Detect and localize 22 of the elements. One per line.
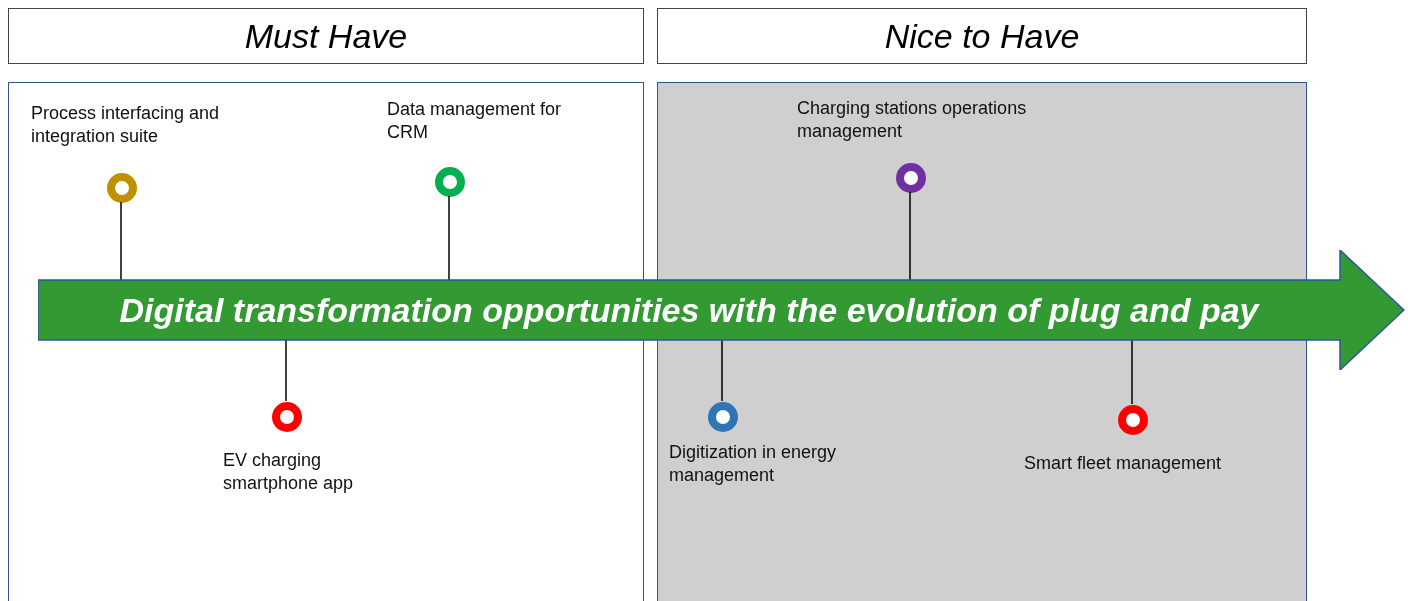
leader-line [285, 339, 287, 402]
milestone-label: Charging stations operations management [797, 97, 1028, 143]
leader-line [1131, 339, 1133, 405]
milestone-marker [894, 161, 928, 195]
milestone-marker [105, 171, 139, 205]
milestone-label: Data management for CRM [387, 98, 563, 144]
leader-line [721, 339, 723, 402]
milestone-label: EV charging smartphone app [223, 449, 355, 495]
column-header: Nice to Have [657, 8, 1307, 64]
leader-line [120, 201, 122, 281]
timeline-arrow [38, 250, 1405, 370]
milestone-label: Digitization in energy management [669, 441, 838, 487]
leader-line [909, 191, 911, 281]
milestone-marker [270, 400, 304, 434]
milestone-label: Process interfacing and integration suite [31, 102, 221, 148]
milestone-marker [433, 165, 467, 199]
column-header: Must Have [8, 8, 644, 64]
leader-line [448, 195, 450, 281]
milestone-marker [1116, 403, 1150, 437]
arrow-title: Digital transformation opportunities with the evolution of plug and pay [119, 290, 1259, 330]
milestone-label: Smart fleet management [1024, 452, 1223, 475]
milestone-marker [706, 400, 740, 434]
